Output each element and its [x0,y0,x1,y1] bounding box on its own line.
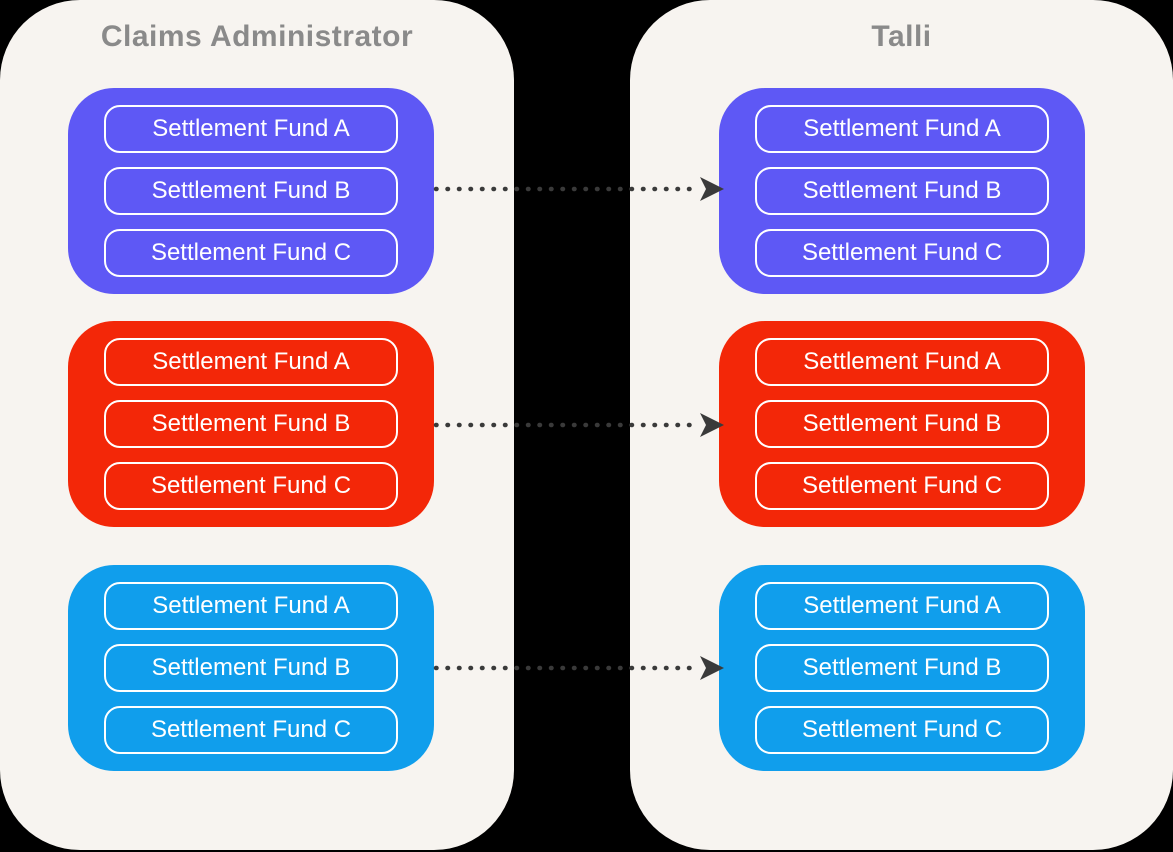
settlement-fund-pill: Settlement Fund B [755,644,1049,692]
fund-group-blue-left: Settlement Fund A Settlement Fund B Sett… [68,565,434,771]
settlement-fund-pill: Settlement Fund B [104,167,398,215]
settlement-fund-pill: Settlement Fund A [755,582,1049,630]
settlement-fund-pill: Settlement Fund C [755,462,1049,510]
settlement-fund-pill: Settlement Fund B [755,400,1049,448]
arrowhead-icon [700,413,724,437]
fund-group-purple-right: Settlement Fund A Settlement Fund B Sett… [719,88,1085,294]
settlement-fund-pill: Settlement Fund C [755,706,1049,754]
fund-group-blue-right: Settlement Fund A Settlement Fund B Sett… [719,565,1085,771]
settlement-fund-pill: Settlement Fund A [755,105,1049,153]
settlement-fund-pill: Settlement Fund B [755,167,1049,215]
fund-group-red-left: Settlement Fund A Settlement Fund B Sett… [68,321,434,527]
settlement-fund-pill: Settlement Fund B [104,400,398,448]
fund-group-purple-left: Settlement Fund A Settlement Fund B Sett… [68,88,434,294]
fund-group-red-right: Settlement Fund A Settlement Fund B Sett… [719,321,1085,527]
settlement-fund-pill: Settlement Fund A [104,105,398,153]
claims-administrator-title: Claims Administrator [100,20,414,53]
dotted-arrow-purple [433,177,724,201]
arrowhead-icon [700,656,724,680]
settlement-fund-pill: Settlement Fund A [104,582,398,630]
arrowhead-icon [700,177,724,201]
dotted-arrow-red [433,413,724,437]
settlement-fund-pill: Settlement Fund C [104,706,398,754]
settlement-fund-pill: Settlement Fund C [104,462,398,510]
settlement-fund-pill: Settlement Fund A [104,338,398,386]
settlement-fund-pill: Settlement Fund C [104,229,398,277]
settlement-fund-pill: Settlement Fund B [104,644,398,692]
settlement-fund-pill: Settlement Fund C [755,229,1049,277]
talli-title: Talli [871,20,932,53]
settlement-fund-pill: Settlement Fund A [755,338,1049,386]
dotted-arrow-blue [433,656,724,680]
